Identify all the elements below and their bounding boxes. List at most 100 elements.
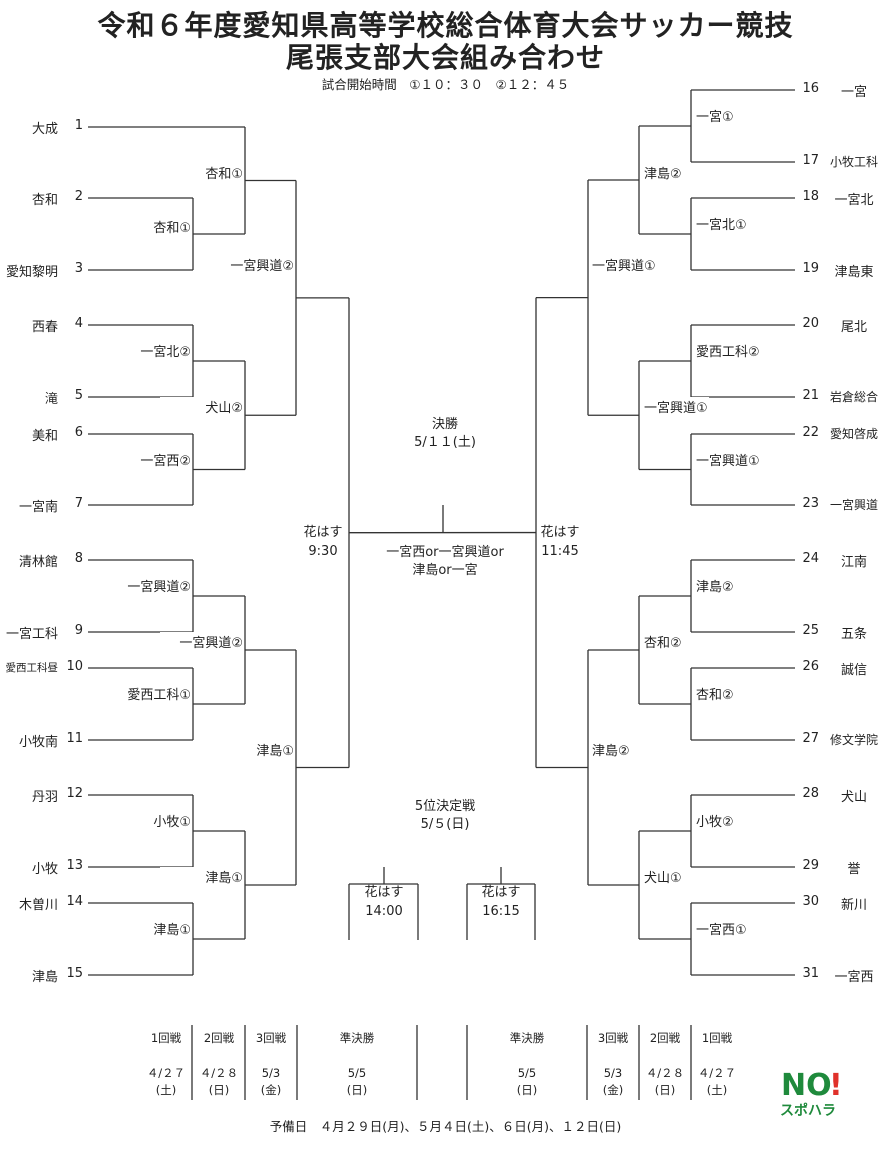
round2-winner: 津島① xyxy=(160,867,244,886)
schedule-left-day: (日) xyxy=(346,1083,368,1097)
schedule-left-date: ４/２７ xyxy=(146,1066,186,1080)
round1-winner: 杏和① xyxy=(110,217,192,236)
team-name: 一宮工科 xyxy=(5,627,58,642)
team-seed: 9 xyxy=(74,623,83,638)
schedule-right-round: 2回戦 xyxy=(649,1031,681,1045)
round3-winner: 一宮興道② xyxy=(210,255,295,274)
team-seed: 5 xyxy=(74,388,83,403)
fifth-place-label: 5位決定戦 xyxy=(414,799,476,814)
schedule-right-date: 5/3 xyxy=(603,1066,623,1080)
team-name: 美和 xyxy=(31,429,58,444)
team-seed: 27 xyxy=(802,731,819,746)
round1-winner: 津島② xyxy=(695,576,735,595)
round1-winner: 一宮西② xyxy=(110,449,192,469)
team-name: 五条 xyxy=(840,627,867,642)
team-seed: 1 xyxy=(74,118,83,133)
team-name: 尾北 xyxy=(840,320,867,335)
round1-winner: 津島① xyxy=(110,919,192,938)
team-seed: 16 xyxy=(802,81,819,96)
no-sports-harassment-logo: NO ! スポハラ xyxy=(780,1068,843,1119)
round2-winner: 一宮興道① xyxy=(643,397,709,416)
team-name: 岩倉総合 xyxy=(829,390,878,404)
schedule-left-round: 準決勝 xyxy=(339,1031,375,1045)
schedule-left-date: ４/２８ xyxy=(199,1066,239,1080)
schedule-left-round: 3回戦 xyxy=(255,1031,287,1045)
round1-winner: 愛西工科① xyxy=(110,684,192,703)
team-name: 誉 xyxy=(847,862,861,877)
team-seed: 23 xyxy=(802,496,819,511)
team-seed: 4 xyxy=(74,316,83,331)
team-name: 愛知啓成 xyxy=(829,427,878,441)
round1-winner: 杏和② xyxy=(695,684,735,703)
team-seed: 3 xyxy=(74,261,83,276)
team-name: 津島 xyxy=(31,970,58,985)
round1-winner: 一宮西① xyxy=(695,919,748,938)
round1-winner: 愛西工科② xyxy=(695,341,761,360)
team-seed: 28 xyxy=(802,786,819,801)
semifinal-left-venue: 花はす xyxy=(303,525,343,540)
team-name: 修文学院 xyxy=(829,733,878,747)
fifth-match1-venue: 花はす xyxy=(364,885,404,900)
schedule-right-day: (日) xyxy=(654,1083,676,1097)
team-name: 大成 xyxy=(31,122,58,137)
team-seed: 26 xyxy=(802,659,819,674)
schedule-left-round: 2回戦 xyxy=(203,1031,235,1045)
logo-sub-text: スポハラ xyxy=(780,1102,836,1119)
team-name: 犬山 xyxy=(840,790,867,805)
final-candidates-2: 津島or一宮 xyxy=(412,563,478,578)
round1-winner: 一宮① xyxy=(695,106,735,125)
team-seed: 11 xyxy=(66,731,83,746)
team-name: 一宮 xyxy=(840,85,867,100)
team-name: 木曽川 xyxy=(18,898,58,913)
round1-winner: 一宮北① xyxy=(695,214,748,233)
schedule-right-round: 1回戦 xyxy=(701,1031,733,1045)
round2-winner: 津島② xyxy=(643,163,683,182)
schedule-left-day: (金) xyxy=(260,1083,282,1097)
round3-winner: 津島① xyxy=(210,740,295,759)
team-seed: 24 xyxy=(802,551,819,566)
logo-no-text: NO xyxy=(781,1068,832,1103)
round2-winner: 犬山② xyxy=(160,397,244,416)
team-seed: 13 xyxy=(66,858,83,873)
schedule-right-day: (金) xyxy=(602,1083,624,1097)
team-name: 一宮興道 xyxy=(829,498,878,512)
team-seed: 20 xyxy=(802,316,819,331)
round2-winner: 一宮興道② xyxy=(160,632,244,651)
schedule-right-day: (土) xyxy=(706,1083,728,1097)
team-name: 誠信 xyxy=(840,663,867,678)
semifinal-right-venue: 花はす xyxy=(540,525,580,540)
schedule-right-day: (日) xyxy=(516,1083,538,1097)
fifth-match2-venue: 花はす xyxy=(481,885,521,900)
fifth-match1-time: 14:00 xyxy=(365,904,403,919)
team-seed: 14 xyxy=(66,894,83,909)
schedule-right-round: 3回戦 xyxy=(597,1031,629,1045)
kickoff-times: 試合開始時間 ①１０：３０ ②１２：４５ xyxy=(321,77,570,92)
team-seed: 19 xyxy=(802,261,819,276)
team-name: 小牧南 xyxy=(18,735,58,750)
round2-winner: 杏和② xyxy=(643,632,683,651)
team-name: 一宮北 xyxy=(834,193,874,208)
round2-winner: 杏和① xyxy=(160,163,244,182)
round1-winner: 小牧① xyxy=(110,811,192,830)
team-seed: 31 xyxy=(802,966,819,981)
team-name: 津島東 xyxy=(834,265,874,280)
title-line-1: 令和６年度愛知県高等学校総合体育大会サッカー競技 xyxy=(97,9,794,42)
schedule-right-date: ４/２７ xyxy=(697,1066,737,1080)
semifinal-left-time: 9:30 xyxy=(308,544,338,559)
logo-exclaim: ! xyxy=(829,1068,843,1103)
team-name: 西春 xyxy=(31,320,58,335)
schedule-left-day: (日) xyxy=(208,1083,230,1097)
team-seed: 15 xyxy=(66,966,83,981)
schedule-right-date: 5/5 xyxy=(517,1066,537,1080)
round3-winner: 一宮興道① xyxy=(591,255,657,274)
schedule-left-round: 1回戦 xyxy=(150,1031,182,1045)
final-candidates-1: 一宮西or一宮興道or xyxy=(386,545,504,560)
team-seed: 10 xyxy=(66,659,83,674)
team-seed: 12 xyxy=(66,786,83,801)
team-name: 愛知黎明 xyxy=(5,265,58,280)
team-name: 小牧 xyxy=(31,862,58,877)
team-name: 一宮西 xyxy=(834,970,874,985)
round1-winner: 一宮北② xyxy=(110,341,192,360)
